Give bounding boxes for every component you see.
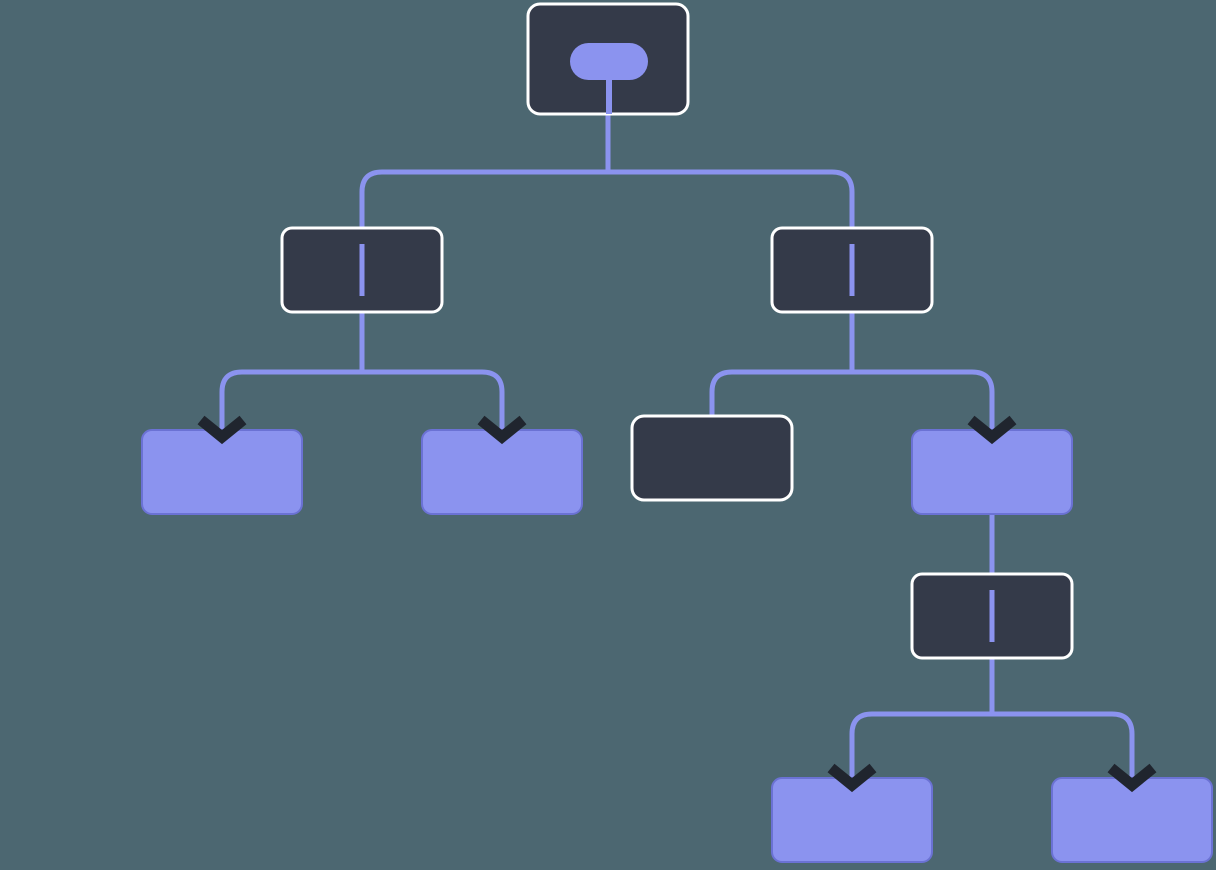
arrow-into-leaf-b <box>477 415 527 445</box>
connector-layer <box>219 114 1135 780</box>
level3-dark-node-box[interactable] <box>630 414 794 502</box>
arrow-into-leaf-d <box>1107 763 1157 793</box>
root-to-level2-left[interactable] <box>359 169 608 228</box>
arrow-into-leaf-a <box>197 415 247 445</box>
node-layer <box>141 2 1213 863</box>
level3-dark-node[interactable] <box>630 414 794 502</box>
root-node[interactable] <box>526 2 690 116</box>
level4-dark-node[interactable] <box>910 572 1074 660</box>
level2-left-to-leaf-b[interactable] <box>362 369 505 432</box>
root-node-pill-badge <box>570 43 648 80</box>
arrow-into-leaf-c <box>827 763 877 793</box>
level2-left-to-leaf-a[interactable] <box>219 369 362 432</box>
level2-right-to-dark-node[interactable] <box>709 369 852 416</box>
root-to-level2-right[interactable] <box>608 169 855 228</box>
arrowhead-layer <box>197 415 1157 793</box>
level2-left-node[interactable] <box>280 226 444 314</box>
level2-right-to-purple[interactable] <box>852 369 995 432</box>
level4-to-leaf-c[interactable] <box>849 711 992 780</box>
arrow-into-level3-purple <box>967 415 1017 445</box>
level2-right-node[interactable] <box>770 226 934 314</box>
level4-to-leaf-d[interactable] <box>992 711 1135 780</box>
